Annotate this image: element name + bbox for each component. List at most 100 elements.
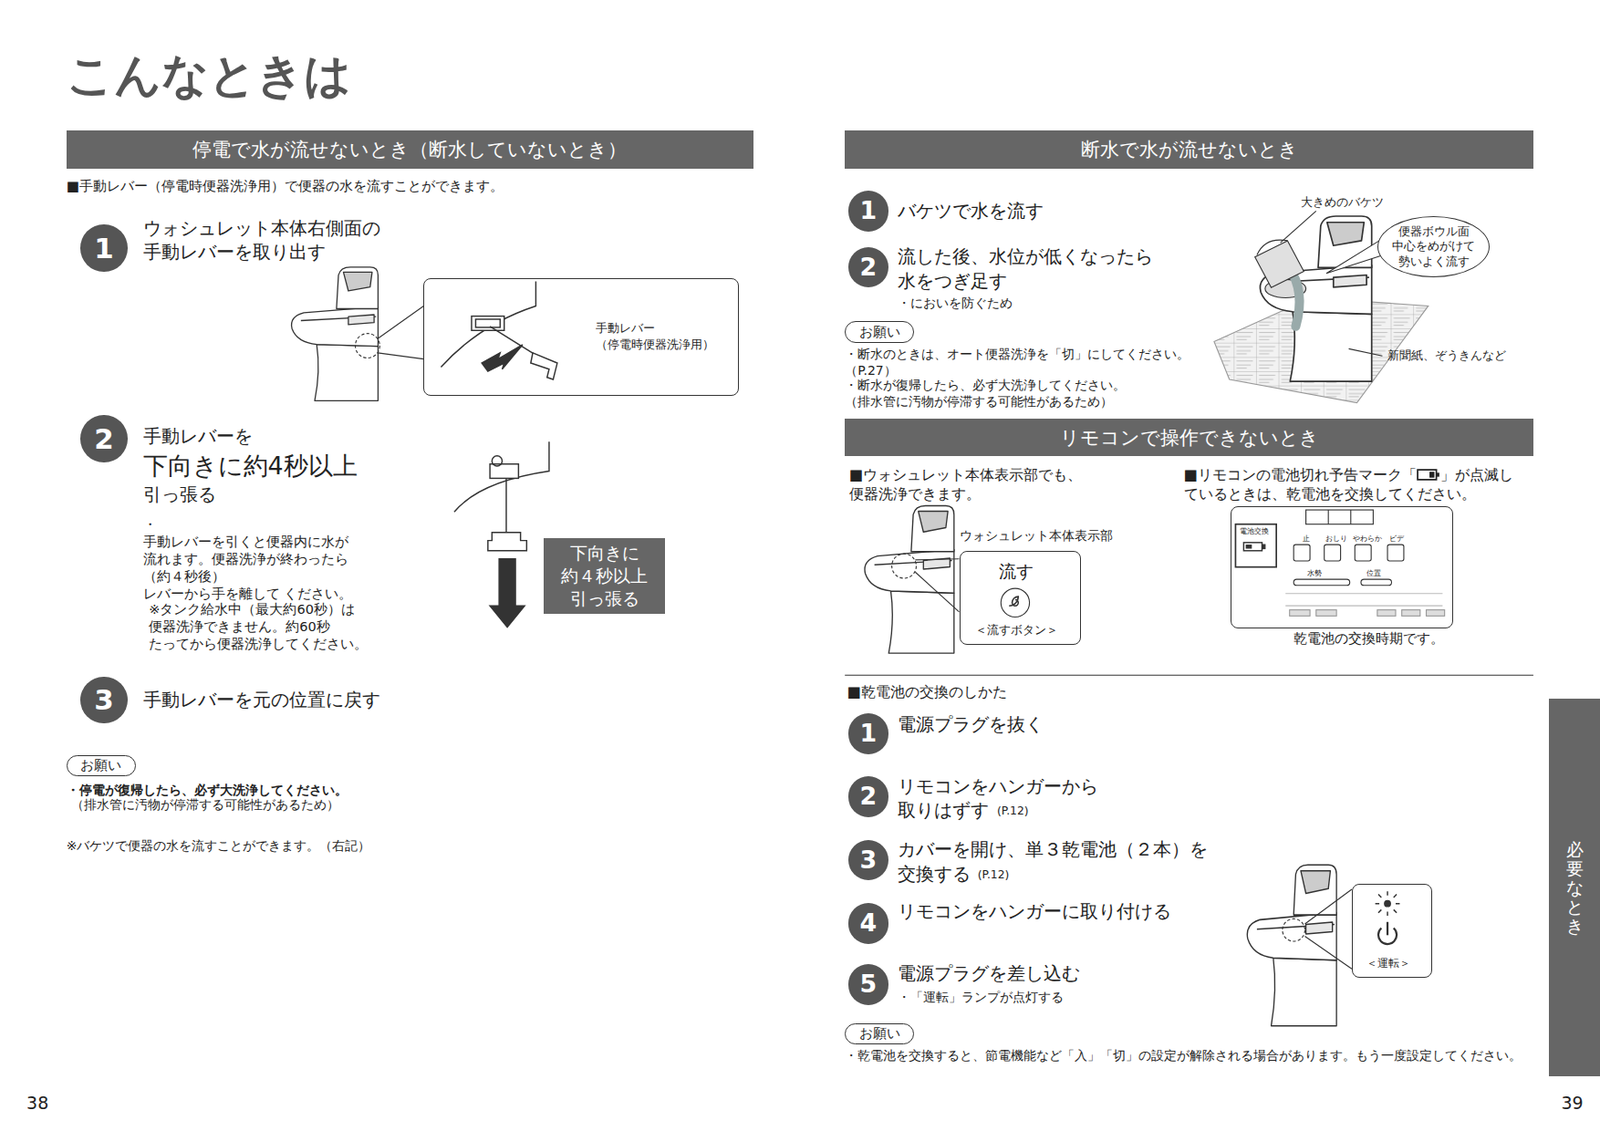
drawing-stroke xyxy=(1386,922,1389,936)
drawing-stroke xyxy=(1246,864,1337,1027)
drawing-stroke xyxy=(354,333,380,359)
drawing-stroke xyxy=(1008,596,1019,606)
drawing-stroke xyxy=(1285,593,1443,606)
callout-box: 電池交換止おしりやわらかビデ水勢位置 xyxy=(1230,506,1454,629)
note-tag: お願い xyxy=(844,321,915,343)
text-label: 乾電池の交換時期です。 xyxy=(1293,630,1445,648)
drawing-stroke xyxy=(1293,544,1310,562)
section-band: 停電で水が流せないとき（断水していないとき） xyxy=(66,130,754,168)
drawing-stroke xyxy=(1306,509,1374,525)
drawing-stroke xyxy=(1235,524,1277,568)
node-text: 位置 xyxy=(1366,569,1382,579)
step-number: 3 xyxy=(848,840,890,882)
drawing-stroke xyxy=(491,456,502,467)
drawing-stroke xyxy=(1324,544,1341,562)
text-label: ※タンク給水中（最大約60秒）は 便器洗浄できません。約60秒 たってから便器洗… xyxy=(148,601,368,654)
text-label: 手動レバーを元の位置に戻す xyxy=(143,687,381,712)
node-text: ＜運転＞ xyxy=(1352,955,1424,971)
note-tag: お願い xyxy=(66,755,136,777)
drawing-stroke xyxy=(892,553,917,579)
step-number: 1 xyxy=(80,224,127,271)
text-label: 手動レバーを xyxy=(143,424,253,448)
drawing-stroke xyxy=(1387,544,1404,562)
drawing-stroke xyxy=(864,506,955,655)
battery-level xyxy=(1429,471,1434,478)
drawing-stroke xyxy=(1316,610,1337,617)
node-text: ＜流すボタン＞ xyxy=(960,623,1073,639)
text-label: 38 xyxy=(26,1091,49,1115)
node-text: 2 xyxy=(860,780,878,813)
drawing-stroke xyxy=(440,281,536,368)
text-label: (P.12) xyxy=(997,803,1029,819)
node-text: 水勢 xyxy=(1307,569,1322,579)
drawing-stroke xyxy=(1402,610,1421,617)
node-text: やわらか xyxy=(1352,534,1382,544)
text-label: ・断水が復帰したら、必ず大洗浄してください。 （排水管に汚物が停滞する可能性があ… xyxy=(844,376,1133,410)
node-text: 停電で水が流せないとき（断水していないとき） xyxy=(192,136,627,163)
drawing-stroke xyxy=(1262,544,1266,549)
node-text: 便器ボウル面 中心をめがけて 勢いよく流す xyxy=(1386,224,1481,271)
node-text: お願い xyxy=(859,323,901,342)
battery-icon xyxy=(1416,468,1441,481)
drawing-stroke xyxy=(1000,588,1029,617)
node-text: リモコンで操作できないとき xyxy=(1059,425,1320,451)
drawing-stroke xyxy=(1293,579,1350,586)
text-label: （排水管に汚物が停滞する可能性があるため） xyxy=(71,796,340,813)
instruction-box: 下向きに 約４秒以上 引っ張る xyxy=(543,538,665,615)
drawing-stroke xyxy=(481,344,523,372)
text-label: 電源プラグを抜く xyxy=(897,712,1044,737)
drawing-stroke xyxy=(1375,891,1401,916)
toilet-lamp-figure xyxy=(1246,864,1400,1027)
step-number: 4 xyxy=(848,903,890,945)
node-text: 電池交換 xyxy=(1239,527,1269,537)
drawing-stroke xyxy=(1246,544,1253,549)
step-number: 1 xyxy=(848,713,890,755)
drawing-stroke xyxy=(489,464,519,479)
node-text: 流す xyxy=(960,560,1073,583)
step-number: 3 xyxy=(80,676,127,724)
drawing-stroke xyxy=(471,316,505,332)
text-label: ・「運転」ランプが点灯する xyxy=(897,988,1064,1006)
text-label: ※バケツで便器の水を流すことができます。（右記） xyxy=(66,837,372,854)
drawing-stroke xyxy=(488,532,527,551)
drawing-stroke xyxy=(454,441,550,512)
text-label: ・乾電池を交換すると、節電機能など「入」「切」の設定が解除される場合があります。… xyxy=(844,1047,1522,1064)
text-label: ウォシュレット本体右側面の 手動レバーを取り出す xyxy=(143,216,405,264)
remote-figure xyxy=(1235,509,1445,616)
text-label: 電源プラグを差し込む xyxy=(897,961,1081,986)
text-label: ・停電が復帰したら、必ず大洗浄してください。 xyxy=(66,781,348,799)
text-label: ■ウォシュレット本体表示部でも、 便器洗浄できます。 xyxy=(849,465,1095,504)
node-text: 1 xyxy=(860,195,878,228)
node-text: 4 xyxy=(860,907,878,940)
node-text: お願い xyxy=(859,1025,901,1043)
text-label: バケツで水を流す xyxy=(897,198,1044,223)
drawing-stroke xyxy=(505,477,507,532)
note-tag: お願い xyxy=(844,1023,915,1045)
step-number: 1 xyxy=(848,190,890,232)
drawing-stroke xyxy=(475,319,500,328)
speech-bubble: 便器ボウル面 中心をめがけて 勢いよく流す xyxy=(1377,216,1490,278)
text-label: ■手動レバー（停電時便器洗浄用）で便器の水を流すことができます。 xyxy=(66,177,504,197)
callout-box: 手動レバー （停電時便器洗浄用） xyxy=(423,278,739,396)
divider xyxy=(844,675,1534,676)
step-number: 2 xyxy=(80,415,127,462)
node-text: 1 xyxy=(860,717,878,750)
node-text: 1 xyxy=(93,229,114,267)
drawing-stroke xyxy=(1280,210,1317,243)
node-text: 下向きに 約４秒以上 引っ張る xyxy=(550,541,659,610)
callout-box: 流す ＜流すボタン＞ xyxy=(959,550,1081,645)
drawing-stroke xyxy=(1383,900,1392,908)
lever-detail xyxy=(440,281,557,380)
drawing-stroke xyxy=(914,559,959,613)
drawing-stroke xyxy=(1259,216,1372,382)
node-text: お願い xyxy=(80,757,122,775)
text-label: カバーを開け、単３乾電池（２本）を 交換する xyxy=(897,837,1221,885)
node-text: 手動レバー （停電時便器洗浄用） xyxy=(595,320,731,353)
node-text: 止 xyxy=(1302,534,1310,544)
text-label: 引っ張る xyxy=(143,482,217,507)
drawing-stroke xyxy=(1282,918,1306,942)
drawing-stroke xyxy=(1257,239,1289,255)
node-text: 必要なとき xyxy=(1566,840,1584,936)
drawing-stroke xyxy=(291,267,379,401)
